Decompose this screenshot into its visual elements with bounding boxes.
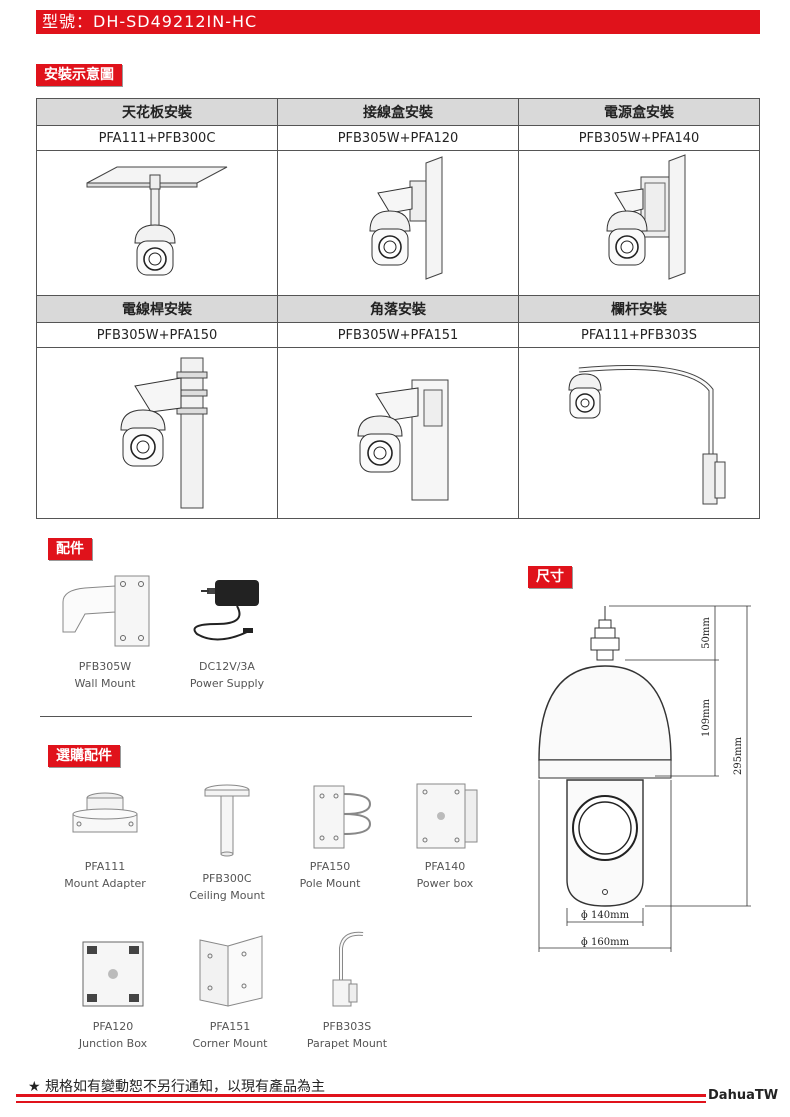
ceiling-mount-illustration: [36, 150, 278, 296]
ceiling-mount-name: Ceiling Mount: [189, 889, 265, 902]
install-code-pole: PFB305W+PFA150: [36, 322, 278, 348]
dim-top-label: 50mm: [701, 617, 712, 649]
junction-box-code: PFA120: [92, 1020, 134, 1033]
optional-junction-box: PFA120 Junction Box: [58, 936, 168, 1052]
optional-power-box: PFA140 Power box: [390, 780, 500, 892]
power-box-code: PFA140: [424, 860, 466, 873]
power-supply-code: DC12V/3A: [199, 660, 255, 673]
dim-total-label: 295mm: [733, 736, 744, 775]
install-title-corner: 角落安裝: [277, 295, 519, 323]
optional-mount-adapter: PFA111 Mount Adapter: [50, 780, 160, 892]
dimensions-title: 尺寸: [528, 566, 572, 588]
section-divider: [40, 716, 472, 717]
ceiling-camera-icon: [86, 166, 228, 276]
parapet-mount-name: Parapet Mount: [306, 1037, 388, 1050]
power-supply-name: Power Supply: [189, 677, 265, 690]
ceiling-mount-icon: [204, 784, 250, 857]
install-table: 天花板安裝 接線盒安裝 電源盒安裝 PFA111+PFB300C PFB305W…: [36, 98, 760, 519]
accessory-wall-mount: PFB305W Wall Mount: [50, 572, 160, 692]
junction-box-illustration: [277, 150, 519, 296]
power-box-illustration: [518, 150, 760, 296]
parapet-camera-icon: [568, 365, 726, 505]
brand-name: DahuaTW: [708, 1088, 779, 1103]
wall-mount-code: PFB305W: [78, 660, 132, 673]
optional-corner-mount: PFA151 Corner Mount: [175, 926, 285, 1052]
model-title: 型號：DH-SD49212IN-HC: [36, 10, 760, 34]
corner-mount-code: PFA151: [209, 1020, 251, 1033]
disclaimer-note: ★ 規格如有變動恕不另行通知，以現有產品為主: [28, 1079, 325, 1095]
corner-mount-illustration: [277, 347, 519, 519]
pole-mount-illustration: [36, 347, 278, 519]
junction-camera-icon: [369, 156, 443, 280]
mount-adapter-name: Mount Adapter: [64, 877, 146, 890]
install-code-corner: PFB305W+PFA151: [277, 322, 519, 348]
dimension-drawing: 50mm 109mm 295mm ɸ 140mm ɸ 160mm: [538, 605, 751, 952]
install-code-junction: PFB305W+PFA120: [277, 125, 519, 151]
wall-mount-icon: [62, 575, 150, 647]
wall-mount-name: Wall Mount: [74, 677, 136, 690]
powerbox-camera-icon: [606, 154, 686, 280]
parapet-mount-code: PFB303S: [322, 1020, 372, 1033]
footer-rule-top: [16, 1094, 706, 1097]
ceiling-mount-code: PFB300C: [202, 872, 252, 885]
install-code-ceiling: PFA111+PFB300C: [36, 125, 278, 151]
power-adapter-icon: [193, 580, 259, 641]
mount-adapter-icon: [72, 792, 138, 833]
optional-parapet-mount: PFB303S Parapet Mount: [292, 926, 402, 1052]
install-title-junction: 接線盒安裝: [277, 98, 519, 126]
parapet-mount-illustration: [518, 347, 760, 519]
dim-inner-diameter: ɸ 140mm: [581, 910, 630, 921]
dim-outer-diameter: ɸ 160mm: [581, 937, 630, 948]
optional-pole-mount: PFA150 Pole Mount: [275, 780, 385, 892]
accessories-title: 配件: [48, 538, 92, 560]
install-title-ceiling: 天花板安裝: [36, 98, 278, 126]
corner-mount-name: Corner Mount: [192, 1037, 268, 1050]
install-title-pole: 電線桿安裝: [36, 295, 278, 323]
install-section-title: 安裝示意圖: [36, 64, 122, 86]
pole-camera-icon: [120, 357, 208, 509]
pole-mount-icon: [313, 785, 372, 849]
install-code-parapet: PFA111+PFB303S: [518, 322, 760, 348]
optional-title: 選購配件: [48, 745, 120, 767]
pole-mount-code: PFA150: [309, 860, 351, 873]
install-code-powerbox: PFB305W+PFA140: [518, 125, 760, 151]
corner-mount-icon: [199, 935, 263, 1007]
mount-adapter-code: PFA111: [84, 860, 126, 873]
accessory-power-supply: DC12V/3A Power Supply: [172, 572, 282, 692]
corner-camera-icon: [357, 379, 449, 501]
power-box-icon: [416, 783, 478, 849]
junction-box-icon: [82, 941, 144, 1007]
optional-ceiling-mount: PFB300C Ceiling Mount: [172, 780, 282, 904]
pole-mount-name: Pole Mount: [299, 877, 361, 890]
install-title-parapet: 欄杆安裝: [518, 295, 760, 323]
dim-middle-label: 109mm: [701, 698, 712, 737]
parapet-mount-icon: [332, 931, 364, 1007]
junction-box-name: Junction Box: [78, 1037, 148, 1050]
install-title-powerbox: 電源盒安裝: [518, 98, 760, 126]
footer-rule-bottom: [16, 1101, 706, 1103]
power-box-name: Power box: [416, 877, 474, 890]
